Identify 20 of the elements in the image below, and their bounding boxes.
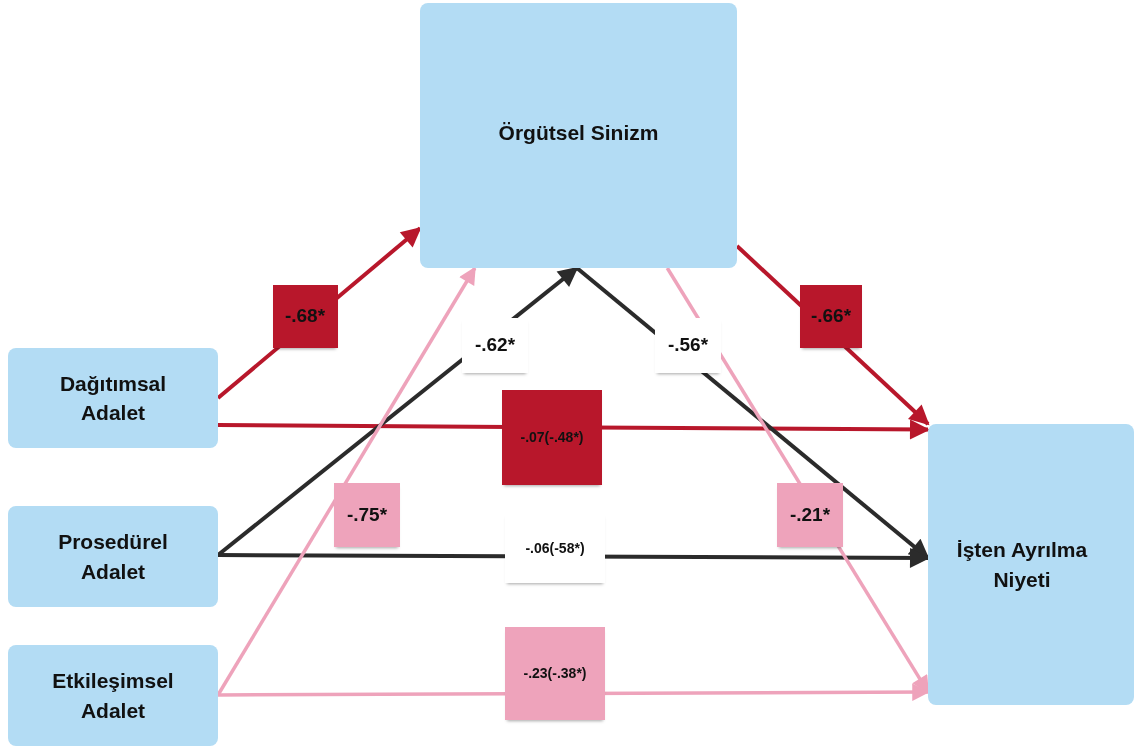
variable-name: Dağıtımsal Adalet [58,370,168,426]
edge-label: -.75* [334,483,400,547]
variable-box [420,3,737,268]
variable-name: Örgütsel Sinizm [498,120,659,146]
variable-name: İşten Ayrılma Niyeti [955,537,1089,593]
variable-name: Etkileşimsel Adalet [51,668,175,724]
edge-label: -.66* [800,284,862,348]
arrow [216,266,477,696]
edge-label: -.23(-.38*) [505,626,605,720]
variable-box [8,348,218,448]
edge-label: -.21* [777,483,843,547]
edge-label: -.62* [462,317,528,373]
variable-box [8,645,218,746]
edge-label: -.06(-58*) [505,513,605,583]
edge-label: -.68* [272,284,338,348]
variable-box [8,506,218,607]
edge-label: -.56* [655,317,721,373]
edge-label: -.07(-.48*) [502,389,602,485]
variable-name: Prosedürel Adalet [57,529,169,585]
variable-box [928,424,1134,705]
